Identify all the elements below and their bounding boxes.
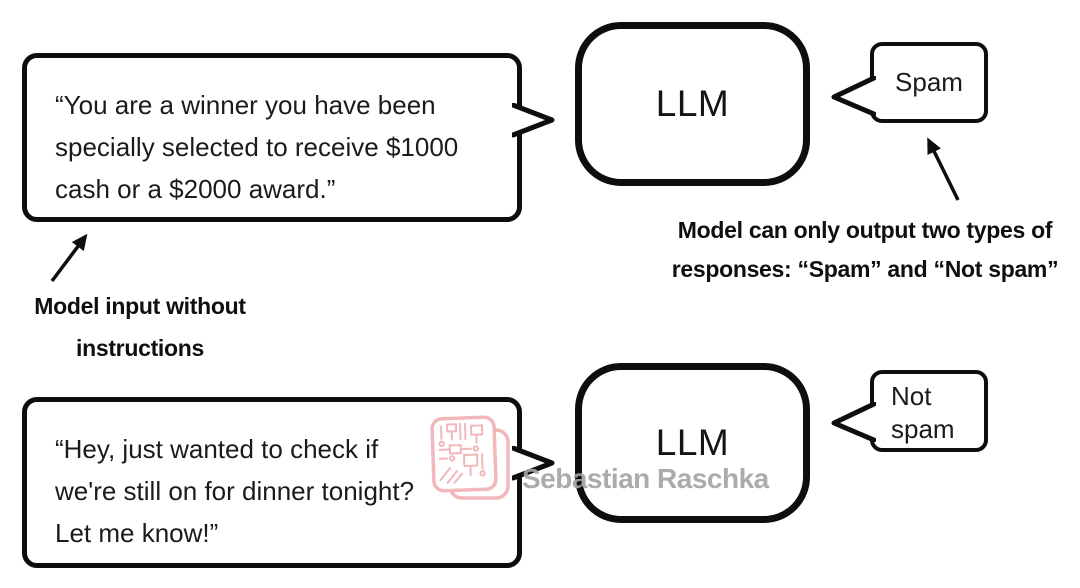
not-spam-output-bubble: Not spam (870, 370, 988, 452)
spam-output-bubble: Spam (870, 42, 988, 123)
input-annotation-line: instructions (75, 335, 205, 361)
bottom-input-message-text: “Hey, just wanted to check if we're stil… (55, 428, 414, 554)
watermark-author: Sebastian Raschka (522, 463, 769, 494)
input-annotation: Model input without instructions (24, 285, 256, 369)
message-line: cash or a $2000 award.” (55, 174, 336, 204)
watermark-circuit-logo-icon (430, 415, 510, 500)
input-annotation-arrow-icon (50, 233, 88, 283)
bottom-llm-box: LLM (575, 363, 810, 523)
input-annotation-line: Model input without (34, 293, 246, 319)
message-line: we're still on for dinner tonight? (55, 476, 415, 506)
top-input-bubble-pointer-icon (512, 103, 555, 138)
not-spam-line: Not (891, 381, 932, 411)
bottom-input-bubble-pointer-icon (512, 446, 555, 481)
message-line: “You are a winner you have been (55, 90, 436, 120)
top-input-message-bubble: “You are a winner you have been speciall… (22, 53, 522, 222)
top-input-message-text: “You are a winner you have been speciall… (55, 84, 458, 210)
top-llm-box: LLM (575, 22, 810, 186)
top-llm-label: LLM (655, 83, 730, 124)
message-line: specially selected to receive $1000 (55, 132, 459, 162)
not-spam-bubble-pointer-icon (831, 402, 876, 442)
output-annotation-line: responses: “Spam” and “Not spam” (671, 256, 1059, 282)
not-spam-output-label: Not spam (891, 380, 955, 446)
spam-annotation-arrow-icon (927, 137, 960, 201)
message-line: “Hey, just wanted to check if (55, 434, 379, 464)
output-annotation: Model can only output two types of respo… (620, 211, 1080, 289)
not-spam-line: spam (891, 414, 955, 444)
spam-bubble-pointer-icon (831, 76, 876, 116)
spam-output-label: Spam (895, 67, 963, 97)
bottom-llm-label: LLM (655, 422, 730, 463)
message-line: Let me know!” (55, 518, 219, 548)
output-annotation-line: Model can only output two types of (677, 217, 1053, 243)
